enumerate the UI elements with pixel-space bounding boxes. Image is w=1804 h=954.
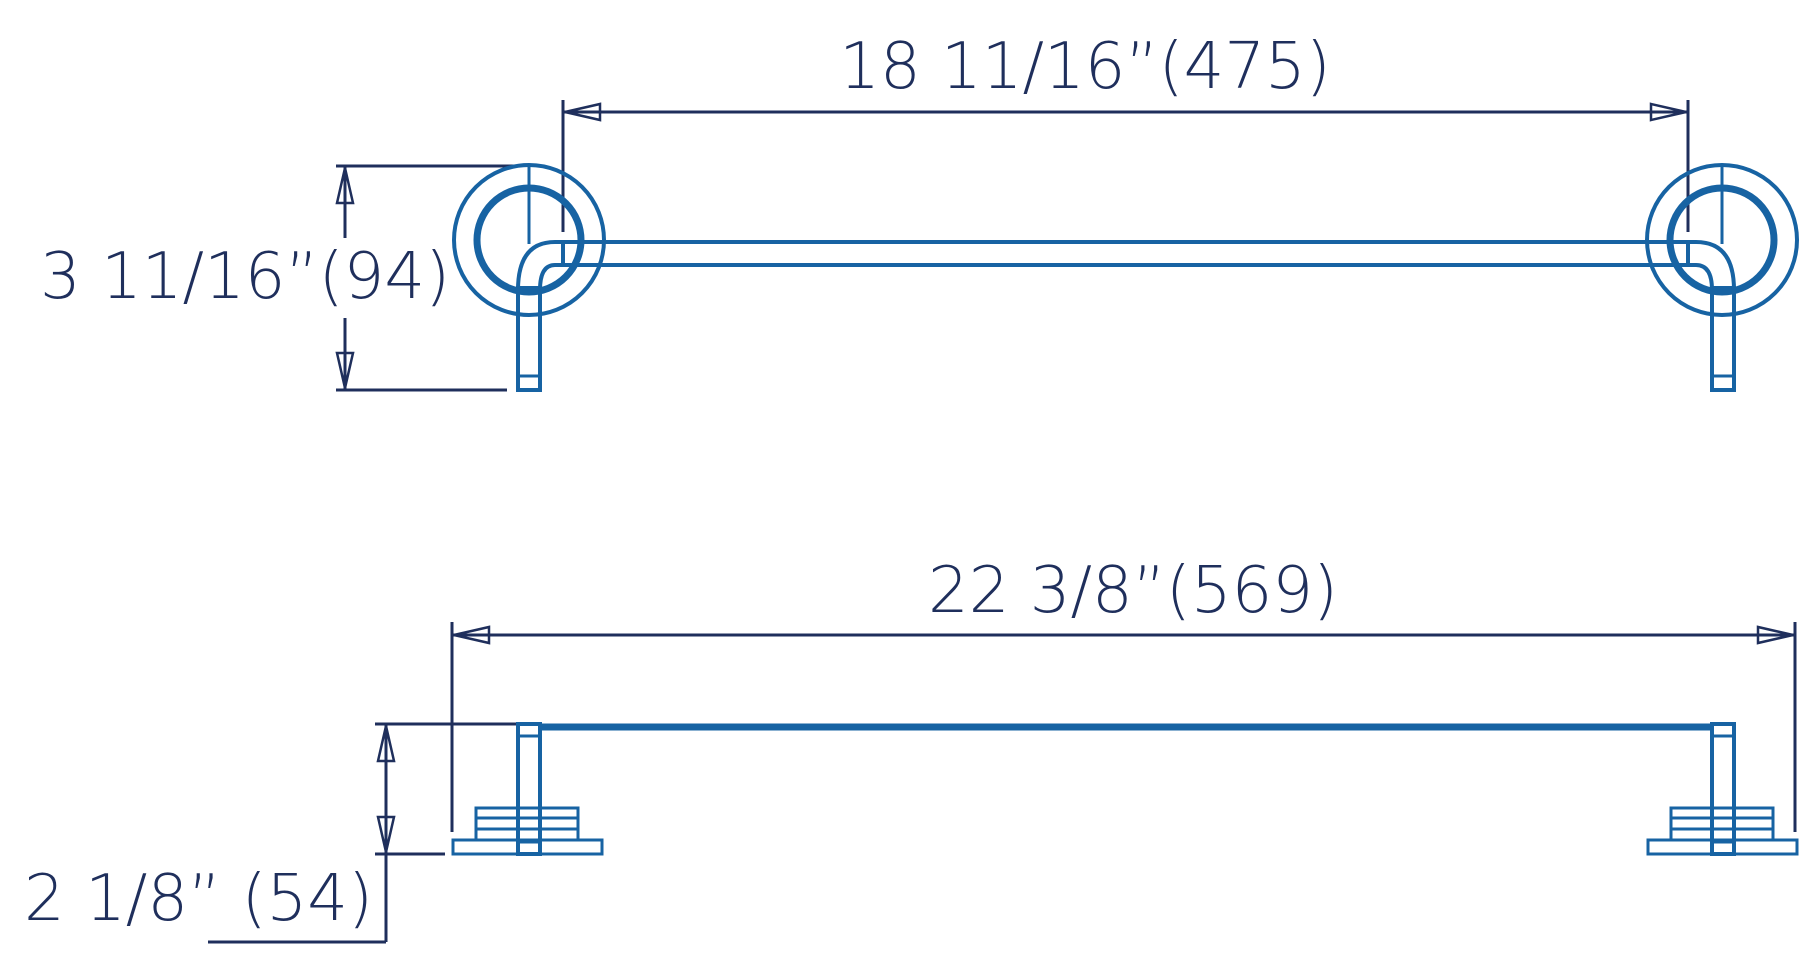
left-mount-front-view xyxy=(451,722,604,856)
arrowhead-right xyxy=(1649,102,1687,122)
top-view: 18 11/16”(475) 3 11/16”(94) xyxy=(40,30,1799,392)
front-view: 22 3/8”(569) 2 1/8” (54) xyxy=(24,554,1799,944)
right-mount-front-view xyxy=(1646,722,1799,856)
dimension-label-top-height: 3 11/16”(94) xyxy=(40,240,450,314)
dimension-top-height: 3 11/16”(94) xyxy=(40,164,520,392)
arrowhead-left xyxy=(453,625,491,645)
right-mount-top-view xyxy=(1645,163,1799,392)
arrowhead-left xyxy=(564,102,602,122)
dimension-overall-length: 22 3/8”(569) xyxy=(450,554,1797,832)
dimension-projection: 2 1/8” (54) xyxy=(24,722,528,944)
rod-top-view xyxy=(561,240,1690,267)
arrowhead-down xyxy=(335,351,355,389)
left-mount-top-view xyxy=(452,163,606,392)
dimension-label-overall-length: 22 3/8”(569) xyxy=(928,554,1338,628)
dimension-label-top-rod-length: 18 11/16”(475) xyxy=(839,30,1330,104)
arrowhead-right xyxy=(1756,625,1794,645)
arrowhead-up xyxy=(335,167,355,205)
dimension-label-projection: 2 1/8” (54) xyxy=(24,862,373,936)
dimension-top-rod-length: 18 11/16”(475) xyxy=(561,30,1690,232)
arrowhead-down xyxy=(376,815,396,853)
arrowhead-up xyxy=(376,725,396,763)
